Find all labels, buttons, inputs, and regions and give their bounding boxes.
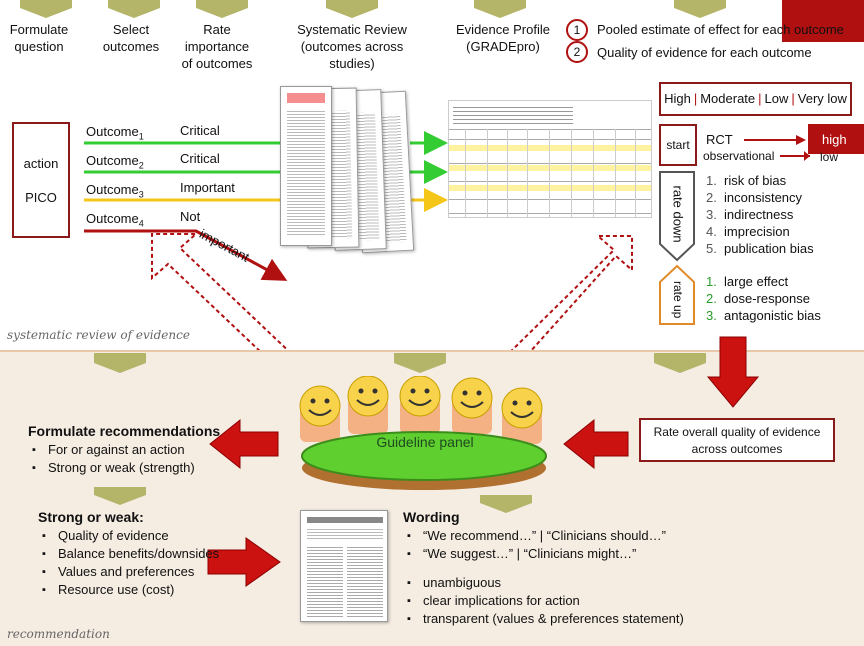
wording-heading: Wording <box>403 509 460 525</box>
chevron-down-icon <box>326 0 378 18</box>
chevron-down-icon <box>654 353 706 373</box>
list-item: Balance benefits/downsides <box>38 545 219 563</box>
chevron-down-icon <box>480 495 532 513</box>
section-label-recommendation: recommendation <box>7 627 110 641</box>
observational-label: observational <box>703 149 775 163</box>
smiley-face-icon <box>347 376 389 434</box>
guideline-panel-label: Guideline panel <box>376 434 474 450</box>
bottom-arrows <box>94 336 760 513</box>
chevron-down-icon <box>474 0 526 18</box>
section-label-systematic-review: systematic review of evidence <box>7 328 190 342</box>
rate-up-label: rate up <box>671 281 685 319</box>
arrow-down-icon <box>706 336 760 408</box>
dashed-arrow-up-right <box>510 235 633 350</box>
stage-systematic-review: Systematic Review (outcomes across studi… <box>297 22 407 71</box>
list-item: 2.dose-response <box>706 291 810 306</box>
outcome-flow-lines <box>84 131 633 350</box>
strong-weak-list: Quality of evidence Balance benefits/dow… <box>38 527 219 599</box>
outcome-1-label: Outcome1 <box>86 124 144 142</box>
section-divider <box>0 350 864 352</box>
corner-accent <box>782 0 864 42</box>
top-chevrons <box>20 0 726 18</box>
stage-evidence-profile: Evidence Profile (GRADEpro) <box>456 22 550 54</box>
rct-label: RCT <box>706 132 733 147</box>
quality-levels-box: High|Moderate|Low|Very low <box>659 82 852 116</box>
high-box: high <box>808 124 864 154</box>
chevron-down-icon <box>20 0 72 18</box>
wording-phrases-list: “We recommend…” | “Clinicians should…” “… <box>403 527 666 563</box>
smiley-face-icon <box>451 377 493 434</box>
formulate-heading: Formulate recommendations <box>28 423 221 439</box>
pico-box: action PICO <box>12 122 70 238</box>
quality-high: High <box>664 91 691 106</box>
stage-rate-importance: Rate importance of outcomes <box>181 22 253 71</box>
list-item: Strong or weak (strength) <box>28 459 195 477</box>
list-item: clear implications for action <box>403 592 684 610</box>
quality-very-low: Very low <box>797 91 847 106</box>
arrow-left-icon <box>209 418 279 470</box>
dashed-arrow-up-left <box>151 233 290 350</box>
evidence-profile-table <box>448 100 652 218</box>
list-item: transparent (values & preferences statem… <box>403 610 684 628</box>
document-icon <box>280 86 332 246</box>
chevron-down-icon <box>674 0 726 18</box>
smiley-face-icon <box>299 385 341 442</box>
quality-low: Low <box>764 91 789 106</box>
legend-text-1: Pooled estimate of effect for each outco… <box>597 22 844 37</box>
smiley-face-icon <box>501 387 543 444</box>
list-item: “We suggest…” | “Clinicians might…” <box>403 545 666 563</box>
strong-weak-heading: Strong or weak: <box>38 509 144 525</box>
list-item: 4.imprecision <box>706 224 790 239</box>
list-item: 1.large effect <box>706 274 789 289</box>
list-item: For or against an action <box>28 441 195 459</box>
pico-action-label: action <box>23 156 59 171</box>
stage-formulate-question: Formulate question <box>9 22 69 54</box>
legend-number-1: 1 <box>566 19 588 41</box>
chevron-down-icon <box>94 353 146 373</box>
list-item: Quality of evidence <box>38 527 219 545</box>
list-item: unambiguous <box>403 574 684 592</box>
document-icon <box>300 510 388 622</box>
guideline-panel-graphic <box>299 376 547 490</box>
rate-up-arrow <box>659 264 695 325</box>
start-box: start <box>659 124 697 166</box>
list-item: 5.publication bias <box>706 241 814 256</box>
outcome-1-rating: Critical <box>180 123 220 138</box>
list-item: 1.risk of bias <box>706 173 787 188</box>
list-item: 3.antagonistic bias <box>706 308 821 323</box>
outcome-2-rating: Critical <box>180 151 220 166</box>
smiley-face-icon <box>399 376 441 434</box>
chevron-down-icon <box>94 487 146 505</box>
rate-down-arrow <box>659 171 695 262</box>
list-item: 2.inconsistency <box>706 190 803 205</box>
outcome-4-line <box>84 229 288 281</box>
list-item: 3.indirectness <box>706 207 794 222</box>
start-arrows <box>744 135 810 161</box>
rate-overall-box: Rate overall quality of evidence across … <box>639 418 835 462</box>
chevron-down-icon <box>196 0 248 18</box>
low-label: low <box>820 150 839 164</box>
outcome-4-label: Outcome4 <box>86 211 144 229</box>
rate-arrows <box>659 171 695 325</box>
outcome-4-rating: Not <box>180 209 201 224</box>
legend-number-2: 2 <box>566 41 588 63</box>
quality-moderate: Moderate <box>700 91 756 106</box>
chevron-down-icon <box>394 353 446 373</box>
list-item: Values and preferences <box>38 563 219 581</box>
outcome-2-label: Outcome2 <box>86 153 144 171</box>
stage-select-outcomes: Select outcomes <box>102 22 160 54</box>
pico-label: PICO <box>25 190 57 205</box>
outcome-3-rating: Important <box>180 180 235 195</box>
chevron-down-icon <box>108 0 160 18</box>
wording-qualities-list: unambiguous clear implications for actio… <box>403 574 684 628</box>
list-item: Resource use (cost) <box>38 581 219 599</box>
outcome-3-label: Outcome3 <box>86 182 144 200</box>
legend-text-2: Quality of evidence for each outcome <box>597 45 812 60</box>
formulate-list: For or against an action Strong or weak … <box>28 441 195 477</box>
rate-down-label: rate down <box>670 185 686 243</box>
list-item: “We recommend…” | “Clinicians should…” <box>403 527 666 545</box>
rate-down-list: 1.risk of bias 2.inconsistency 3.indirec… <box>706 172 814 257</box>
arrow-left-icon <box>563 418 629 470</box>
rate-up-list: 1.large effect 2.dose-response 3.antagon… <box>706 273 821 324</box>
